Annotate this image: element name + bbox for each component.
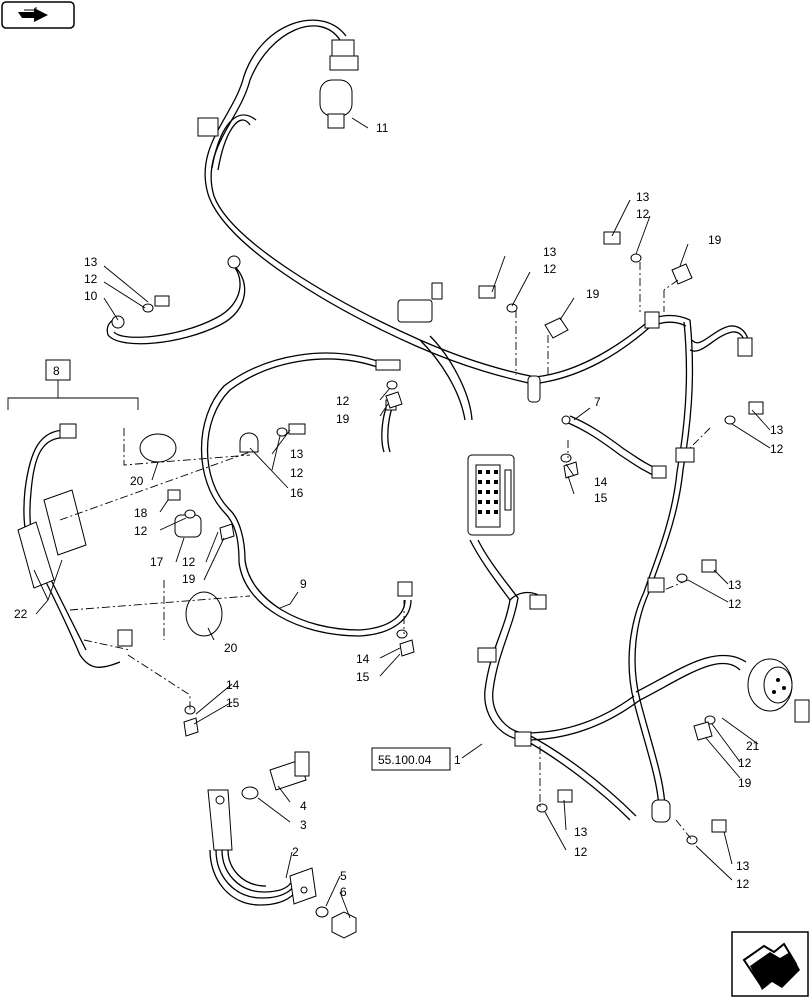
callout-13: 13 <box>728 578 742 592</box>
callout-13: 13 <box>84 255 98 269</box>
callout-14: 14 <box>356 652 370 666</box>
callout-17: 17 <box>150 555 164 569</box>
cable-stub <box>381 399 397 453</box>
hardware-nuts <box>183 263 713 741</box>
callout-14: 14 <box>594 475 608 489</box>
nut-part-6 <box>331 911 357 939</box>
callout-4: 4 <box>300 799 307 813</box>
callout-5: 5 <box>340 869 347 883</box>
callout-12: 12 <box>182 555 196 569</box>
callout-12: 12 <box>543 262 557 276</box>
callout-14: 14 <box>226 678 240 692</box>
callout-13: 13 <box>543 245 557 259</box>
callout-15: 15 <box>226 696 240 710</box>
callout-20: 20 <box>130 474 144 488</box>
strap-part-2 <box>207 789 317 906</box>
callout-19: 19 <box>708 233 722 247</box>
callout-10: 10 <box>84 289 98 303</box>
callout-19: 19 <box>738 776 752 790</box>
callout-9: 9 <box>300 577 307 591</box>
callout-12: 12 <box>290 466 304 480</box>
callout-3: 3 <box>300 818 307 832</box>
callout-12: 12 <box>728 597 742 611</box>
callout-13: 13 <box>636 190 650 204</box>
callout-12: 12 <box>738 756 752 770</box>
callout-16: 16 <box>290 486 304 500</box>
callout-6: 6 <box>340 885 347 899</box>
callout-13: 13 <box>770 423 784 437</box>
callout-12: 12 <box>84 272 98 286</box>
cable-part-7 <box>561 415 667 479</box>
callout-20: 20 <box>224 641 238 655</box>
next-page-arrow-icon[interactable] <box>731 931 809 997</box>
callout-22: 22 <box>14 607 28 621</box>
bolt-part-4 <box>269 751 310 791</box>
callout-19: 19 <box>586 287 600 301</box>
callout-18: 18 <box>134 506 148 520</box>
callout-2: 2 <box>292 845 299 859</box>
washer-part-3 <box>241 786 259 800</box>
reference-arrow-icon[interactable] <box>1 1 75 29</box>
reference-label: 55.100.04 <box>378 753 432 767</box>
washer-part-5 <box>315 906 329 918</box>
battery-cable-group-8 <box>17 423 133 668</box>
callout-13: 13 <box>574 825 588 839</box>
callout-12: 12 <box>736 877 750 891</box>
main-harness <box>197 19 810 823</box>
leader-lines <box>33 117 771 919</box>
harness-part-9 <box>139 352 413 637</box>
callout-13: 13 <box>736 859 750 873</box>
callout-21: 21 <box>746 739 760 753</box>
callout-13: 13 <box>290 447 304 461</box>
group-box-8 <box>7 359 139 410</box>
assembly-lines <box>59 262 711 841</box>
ground-strap-part-10 <box>106 255 246 345</box>
hardware-bolts <box>154 231 764 833</box>
callout-12: 12 <box>636 207 650 221</box>
callout-1: 1 <box>454 753 461 767</box>
group-label-8: 8 <box>53 364 60 378</box>
sensor-part-11 <box>319 39 359 129</box>
callout-11: 11 <box>376 121 389 135</box>
callout-12: 12 <box>770 442 784 456</box>
callout-12: 12 <box>574 845 588 859</box>
callout-12: 12 <box>134 524 148 538</box>
callout-labels: 55.100.04 8 11 13 12 10 13 12 13 12 19 1… <box>14 121 784 899</box>
callout-19: 19 <box>182 572 196 586</box>
reference-box <box>371 747 451 771</box>
callout-7: 7 <box>594 395 601 409</box>
callout-15: 15 <box>594 491 608 505</box>
callout-12: 12 <box>336 394 350 408</box>
hardware-washers <box>142 253 736 845</box>
callout-15: 15 <box>356 670 370 684</box>
callout-19: 19 <box>336 412 350 426</box>
